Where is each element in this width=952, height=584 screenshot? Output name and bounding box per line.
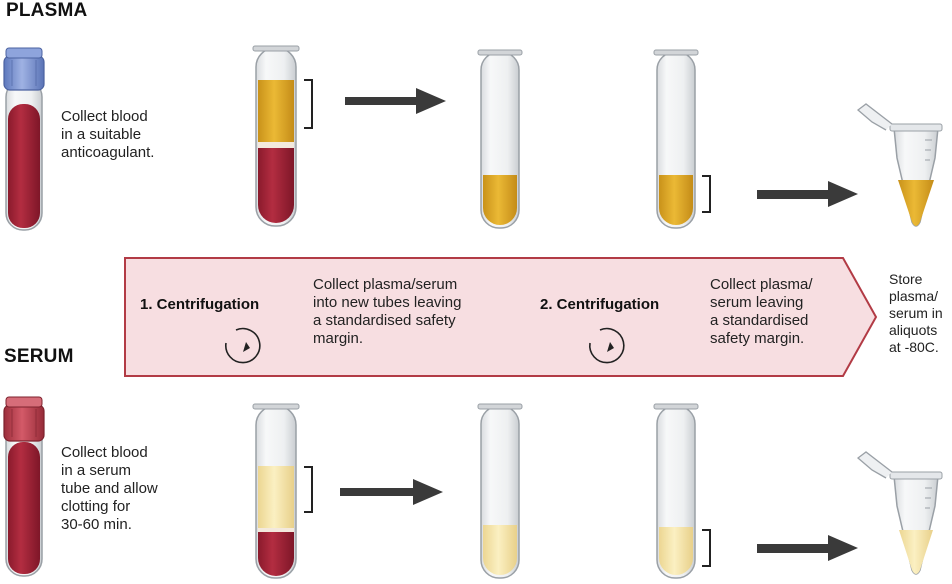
serum-collection-tube-icon [3, 396, 45, 577]
plasma-microcentrifuge-tube-icon [856, 103, 943, 227]
plasma-second-tube-icon [653, 49, 711, 229]
step2-text: Collect plasma/ serum leaving a standard… [710, 276, 813, 347]
serum-microcentrifuge-tube-icon [856, 451, 943, 575]
serum-centrifuged-tube-icon [252, 403, 313, 579]
plasma-arrow-2-icon [757, 181, 858, 207]
store-text: Store plasma/ serum in aliquots at -80C. [889, 271, 943, 355]
serum-new-tube-icon [477, 403, 523, 579]
step1-label: 1. Centrifugation [140, 296, 260, 313]
plasma-collection-tube-icon [3, 47, 45, 231]
process-band [124, 257, 878, 377]
serum-title: SERUM [4, 346, 74, 367]
rotation-arrow-icon [225, 327, 261, 364]
serum-arrow-2-icon [757, 535, 858, 561]
serum-description: Collect blood in a serum tube and allow … [61, 444, 158, 533]
serum-arrow-1-icon [340, 479, 443, 505]
plasma-title: PLASMA [6, 0, 88, 21]
plasma-arrow-1-icon [345, 88, 446, 114]
step2-label: 2. Centrifugation [540, 296, 660, 313]
plasma-description: Collect blood in a suitable anticoagulan… [61, 108, 155, 161]
serum-second-tube-icon [653, 403, 711, 579]
rotation-arrow-icon-2 [589, 327, 625, 364]
plasma-centrifuged-tube-icon [252, 45, 313, 227]
plasma-new-tube-icon [477, 49, 523, 229]
step1-text: Collect plasma/serum into new tubes leav… [313, 276, 462, 347]
